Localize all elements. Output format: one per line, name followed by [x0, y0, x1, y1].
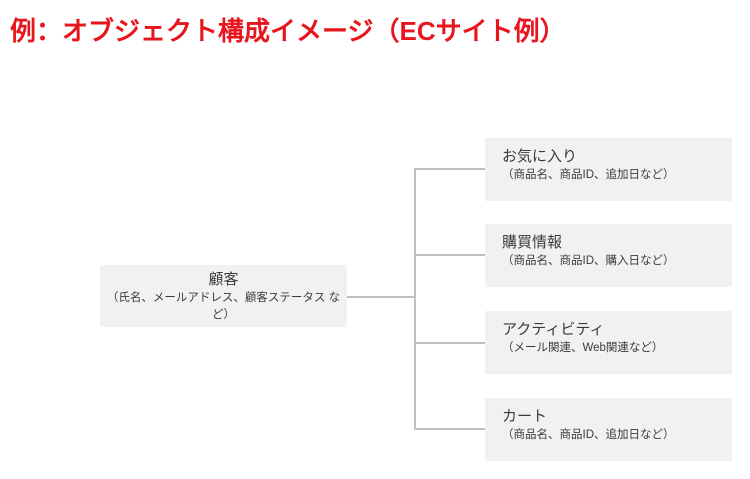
connector-branch-activity — [414, 342, 485, 344]
node-child-purchase-info-title: 購買情報 — [502, 234, 563, 251]
connector-branch-purchase — [414, 254, 485, 256]
connector-branch-cart — [414, 428, 485, 430]
node-child-activity[interactable]: アクティビティ （メール関連、Web関連など） — [485, 311, 732, 374]
connector-root-stem — [347, 296, 415, 298]
node-child-cart[interactable]: カート （商品名、商品ID、追加日など） — [485, 398, 732, 461]
node-root-subtitle: （氏名、メールアドレス、顧客ステータス など） — [106, 292, 341, 321]
node-child-activity-title: アクティビティ — [502, 321, 605, 338]
node-child-purchase-info-subtitle: （商品名、商品ID、購入日など） — [502, 255, 675, 267]
node-child-cart-subtitle: （商品名、商品ID、追加日など） — [502, 429, 675, 441]
node-root-title: 顧客 — [208, 271, 239, 288]
node-child-purchase-info[interactable]: 購買情報 （商品名、商品ID、購入日など） — [485, 224, 732, 287]
node-root-customer[interactable]: 顧客 （氏名、メールアドレス、顧客ステータス など） — [100, 265, 347, 327]
node-child-favorites-subtitle: （商品名、商品ID、追加日など） — [502, 169, 675, 181]
node-child-favorites-title: お気に入り — [502, 148, 578, 165]
page-title: 例：オブジェクト構成イメージ（ECサイト例） — [10, 16, 566, 46]
node-child-favorites[interactable]: お気に入り （商品名、商品ID、追加日など） — [485, 138, 732, 201]
connector-vertical-trunk — [414, 168, 416, 429]
connector-branch-favorites — [414, 168, 485, 170]
node-child-activity-subtitle: （メール関連、Web関連など） — [502, 342, 664, 354]
node-child-cart-title: カート — [502, 408, 548, 425]
